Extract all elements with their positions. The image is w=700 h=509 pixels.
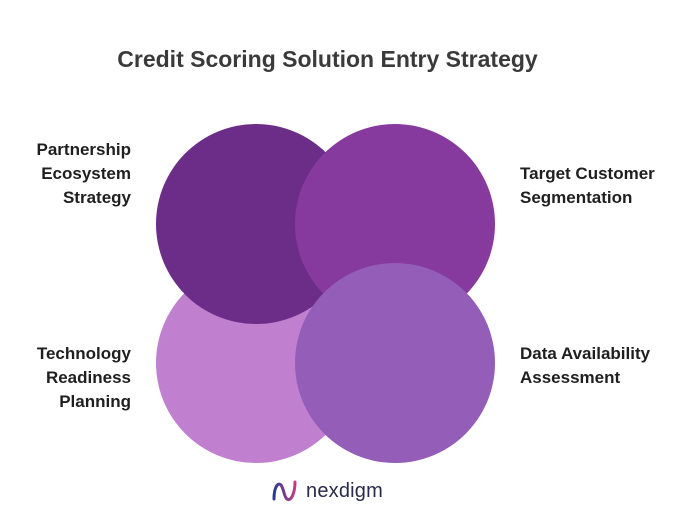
circle-top-right xyxy=(295,124,495,324)
circle-bottom-left xyxy=(156,263,356,463)
label-technology-readiness-planning: Technology Readiness Planning xyxy=(36,344,131,411)
nexdigm-logo-icon xyxy=(272,480,297,502)
label-data-availability-assessment: Data Availability Assessment xyxy=(520,344,651,387)
page-title: Credit Scoring Solution Entry Strategy xyxy=(117,46,538,72)
logo-text: nexdigm xyxy=(306,479,383,502)
label-partnership-ecosystem-strategy: Partnership Ecosystem Strategy xyxy=(36,140,131,207)
circle-top-left xyxy=(156,124,356,324)
nexdigm-logo: nexdigm xyxy=(270,478,383,504)
label-target-customer-segmentation: Target Customer Segmentation xyxy=(520,164,655,207)
